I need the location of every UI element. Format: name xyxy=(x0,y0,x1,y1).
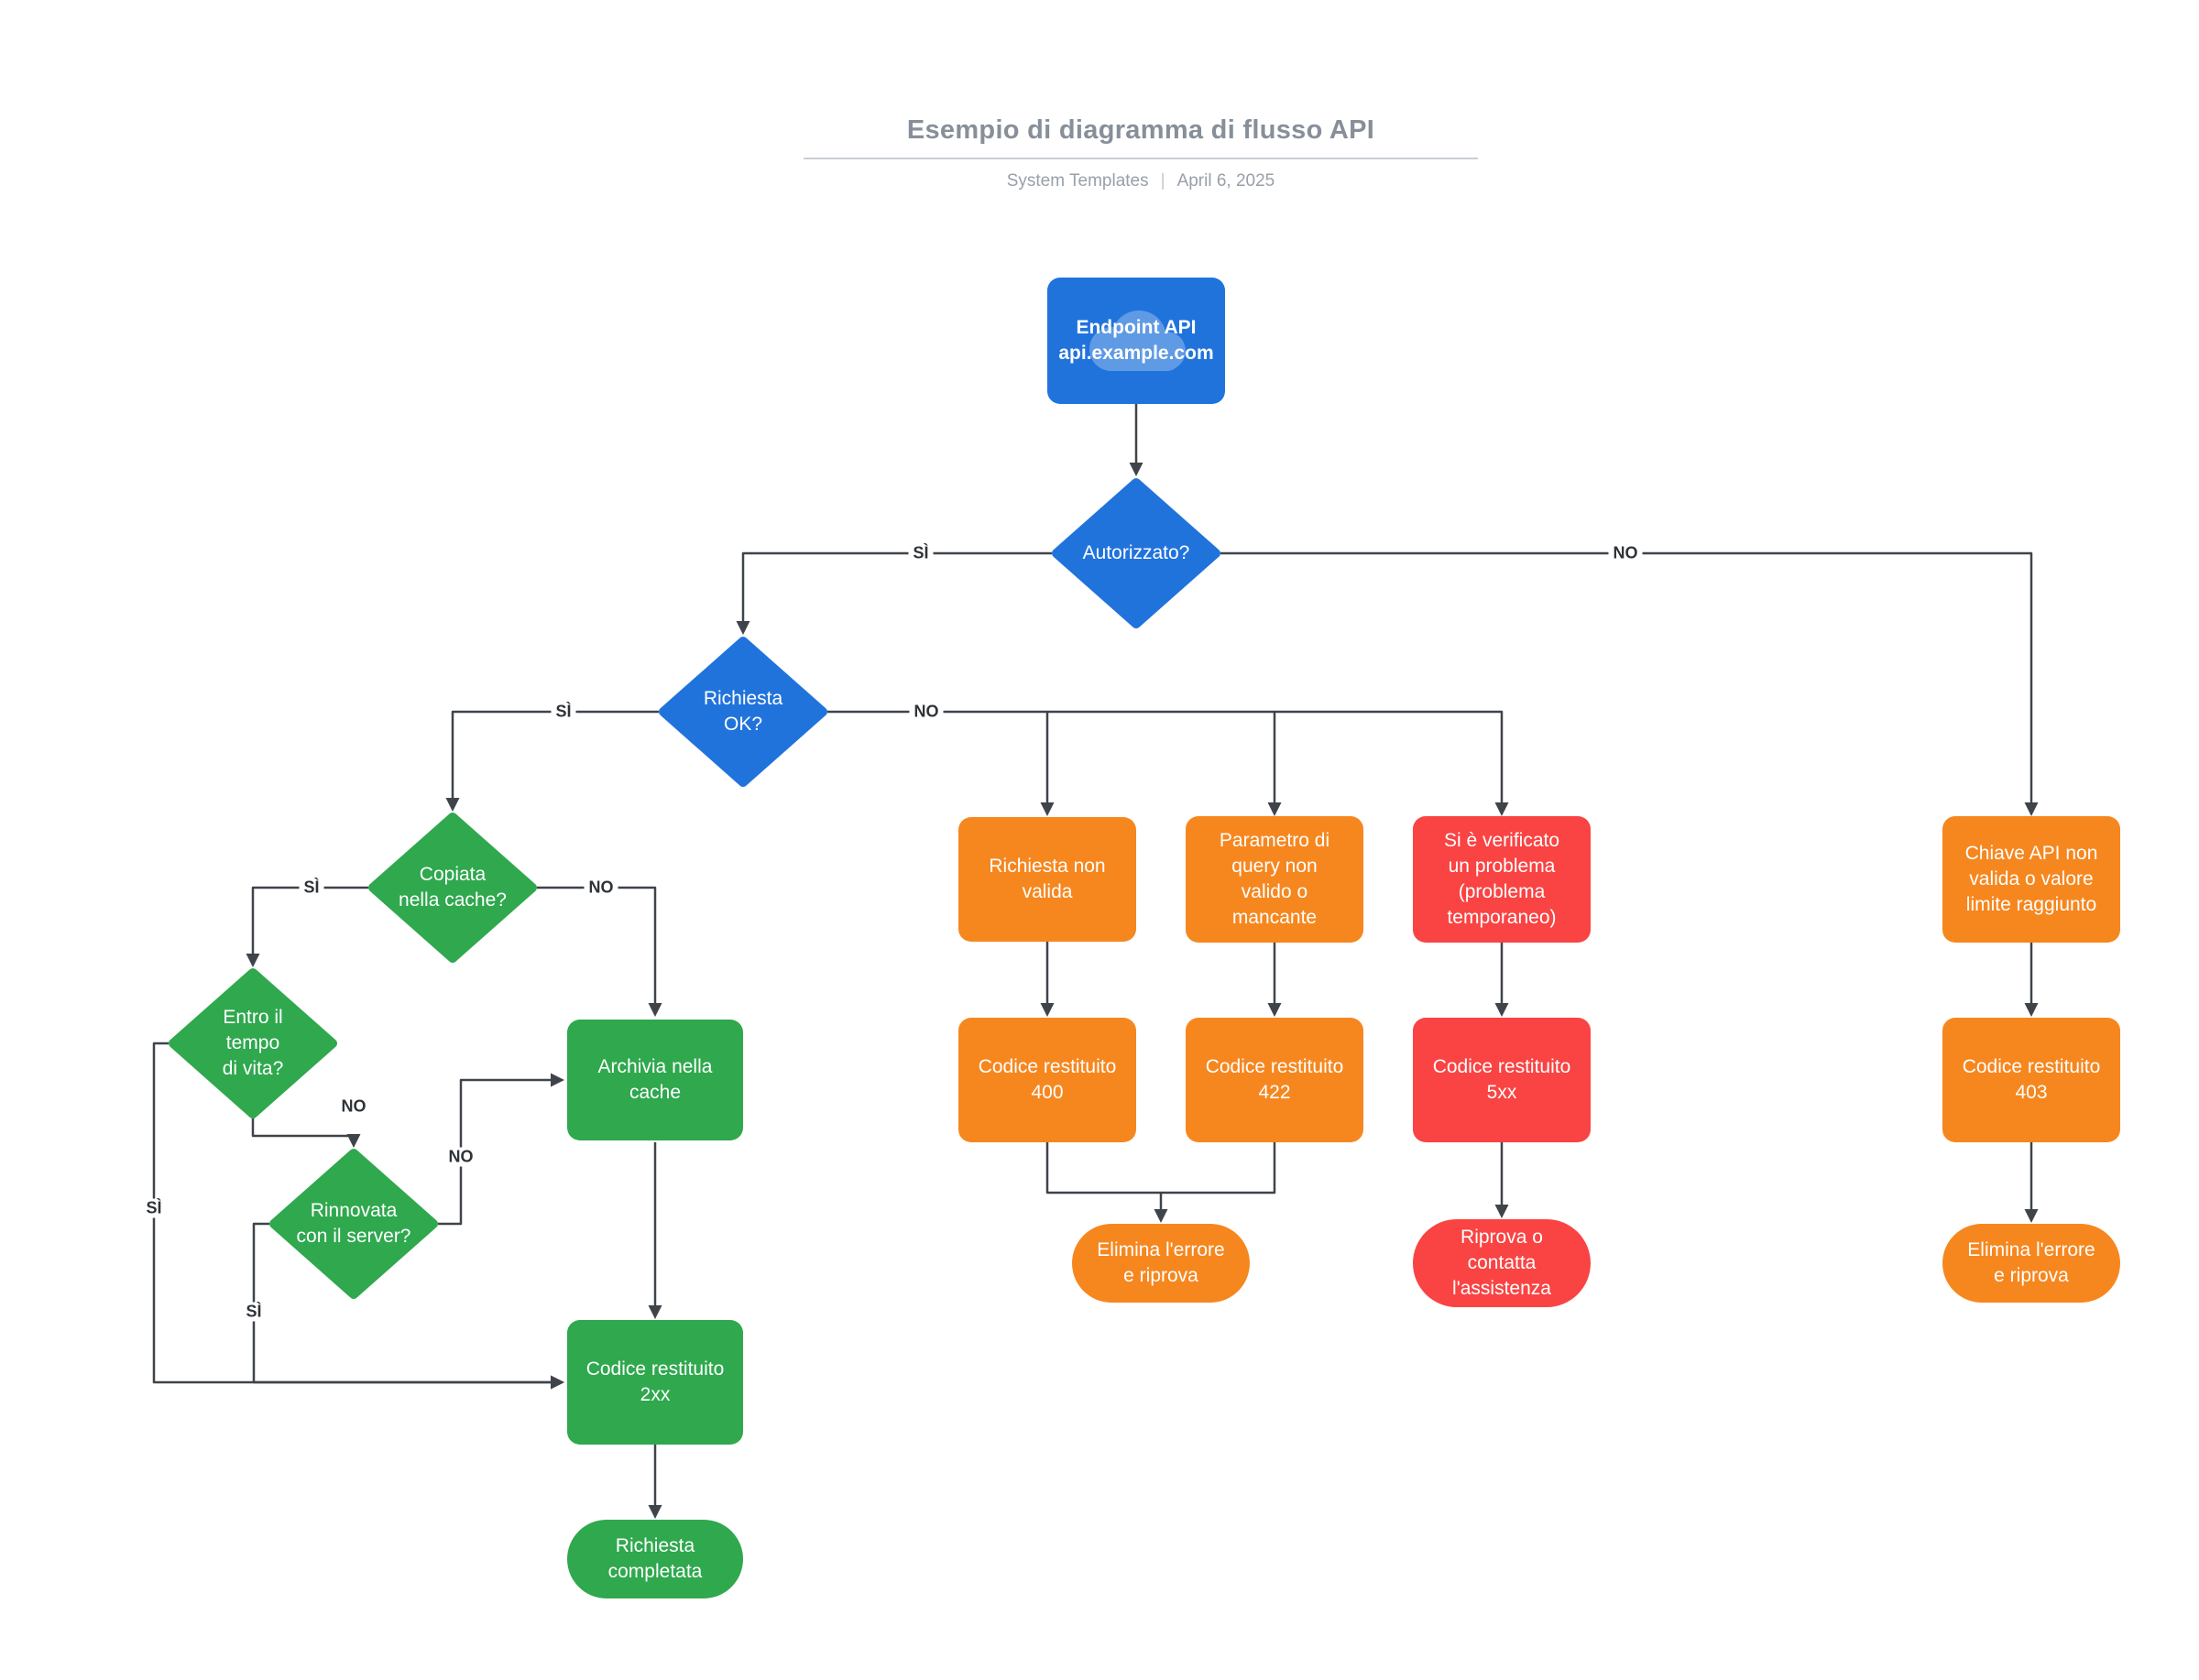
edge-richiesta-ok-no-3 xyxy=(1275,710,1509,816)
edge-copiata-no xyxy=(537,886,662,1017)
node-autorizzato: Autorizzato? xyxy=(1052,478,1220,628)
date-label: April 6, 2025 xyxy=(1176,171,1275,191)
edge-label-richiesta-ok-si: SÌ xyxy=(551,702,576,722)
edge-richiesta-ok-si xyxy=(445,710,659,812)
edge-label-rinnovata-si: SÌ xyxy=(241,1302,267,1322)
diagram-header: Esempio di diagramma di flusso API Syste… xyxy=(804,115,1478,191)
edge-autorizzato-si xyxy=(736,551,1052,635)
diamond-shape xyxy=(659,637,827,787)
subtitle: System Templates | April 6, 2025 xyxy=(804,171,1478,191)
title-underline xyxy=(804,158,1478,159)
edge-entro-no xyxy=(251,1118,361,1148)
edge-label-richiesta-ok-no-1: NO xyxy=(909,702,944,722)
edge-label-copiata-no: NO xyxy=(584,878,618,898)
edge-label-autorizzato-si: SÌ xyxy=(908,543,934,563)
diamond-shape xyxy=(169,968,337,1118)
diamond-shape xyxy=(368,813,537,963)
edge-label-copiata-si: SÌ xyxy=(299,878,324,898)
edge-label-autorizzato-no: NO xyxy=(1608,543,1643,563)
page-title: Esempio di diagramma di flusso API xyxy=(906,115,1375,145)
edge-richiesta-ok-no-2 xyxy=(1047,710,1282,816)
diamond-shape xyxy=(269,1149,438,1299)
edge-label-entro-si: SÌ xyxy=(141,1198,167,1218)
edge-400-elimina xyxy=(1045,1142,1168,1223)
edge-label-rinnovata-no: NO xyxy=(443,1147,478,1167)
cloud-icon xyxy=(1047,278,1225,404)
node-label-autorizzato: Autorizzato? xyxy=(1082,541,1190,563)
diamond-shape xyxy=(1052,478,1220,628)
edge-autorizzato-no xyxy=(1220,551,2039,816)
edge-richiesta-ok-no-1 xyxy=(827,710,1055,816)
edge-copiata-si xyxy=(246,886,368,967)
edge-422-elimina xyxy=(1161,1142,1276,1195)
author-label: System Templates xyxy=(1006,171,1149,191)
subtitle-separator: | xyxy=(1160,171,1165,191)
edge-label-entro-no: NO xyxy=(336,1096,371,1117)
